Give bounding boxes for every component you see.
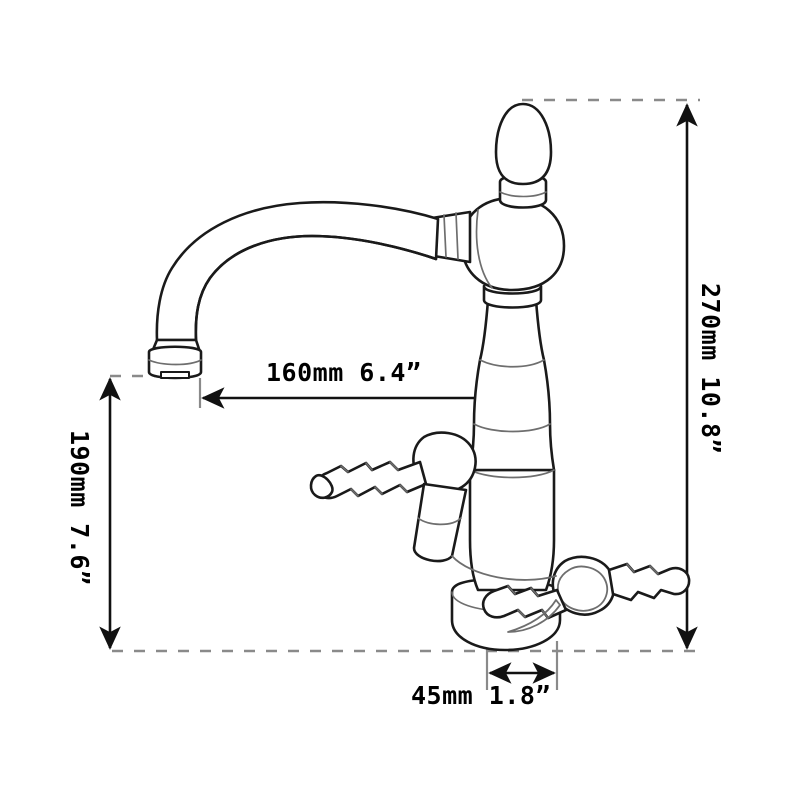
- top-finial: [494, 102, 553, 186]
- left-handle-stem: [412, 482, 468, 563]
- left-handle-stem-ring: [417, 517, 462, 526]
- dimension-label-spout-reach: 160mm 6.4”: [266, 358, 422, 387]
- aerator: [147, 345, 203, 380]
- right-handle-skirt: [507, 599, 561, 633]
- column-collar: [482, 284, 543, 309]
- left-handle: [309, 431, 477, 563]
- right-handle-arm-outer: [607, 562, 691, 602]
- dimension-arrows: [99, 103, 698, 684]
- column: [468, 298, 556, 472]
- finial-collar-line: [499, 191, 547, 198]
- dimension-label-overall-height: 270mm 10.8”: [696, 283, 725, 455]
- dimension-label-spout-height: 190mm 7.6”: [65, 430, 94, 586]
- dimension-label-base-diameter: 45mm 1.8”: [411, 681, 551, 710]
- sphere-seam: [475, 209, 493, 289]
- right-handle-cap-ring: [556, 565, 608, 612]
- left-handle-beads: [340, 461, 408, 497]
- column-lower: [468, 468, 556, 592]
- faucet-body: [147, 102, 691, 652]
- right-handle: [481, 555, 691, 633]
- spout-inner-curve: [194, 234, 438, 342]
- aerator-slot: [160, 371, 190, 379]
- spout-neck-rings: [443, 212, 459, 260]
- right-handle-arm-inner: [481, 584, 568, 620]
- swivel-sphere: [460, 196, 566, 292]
- column-rings: [469, 359, 555, 479]
- spout: [155, 200, 440, 342]
- valve-link: [451, 555, 557, 581]
- aerator-ring: [148, 359, 202, 366]
- left-handle-cap: [309, 473, 334, 500]
